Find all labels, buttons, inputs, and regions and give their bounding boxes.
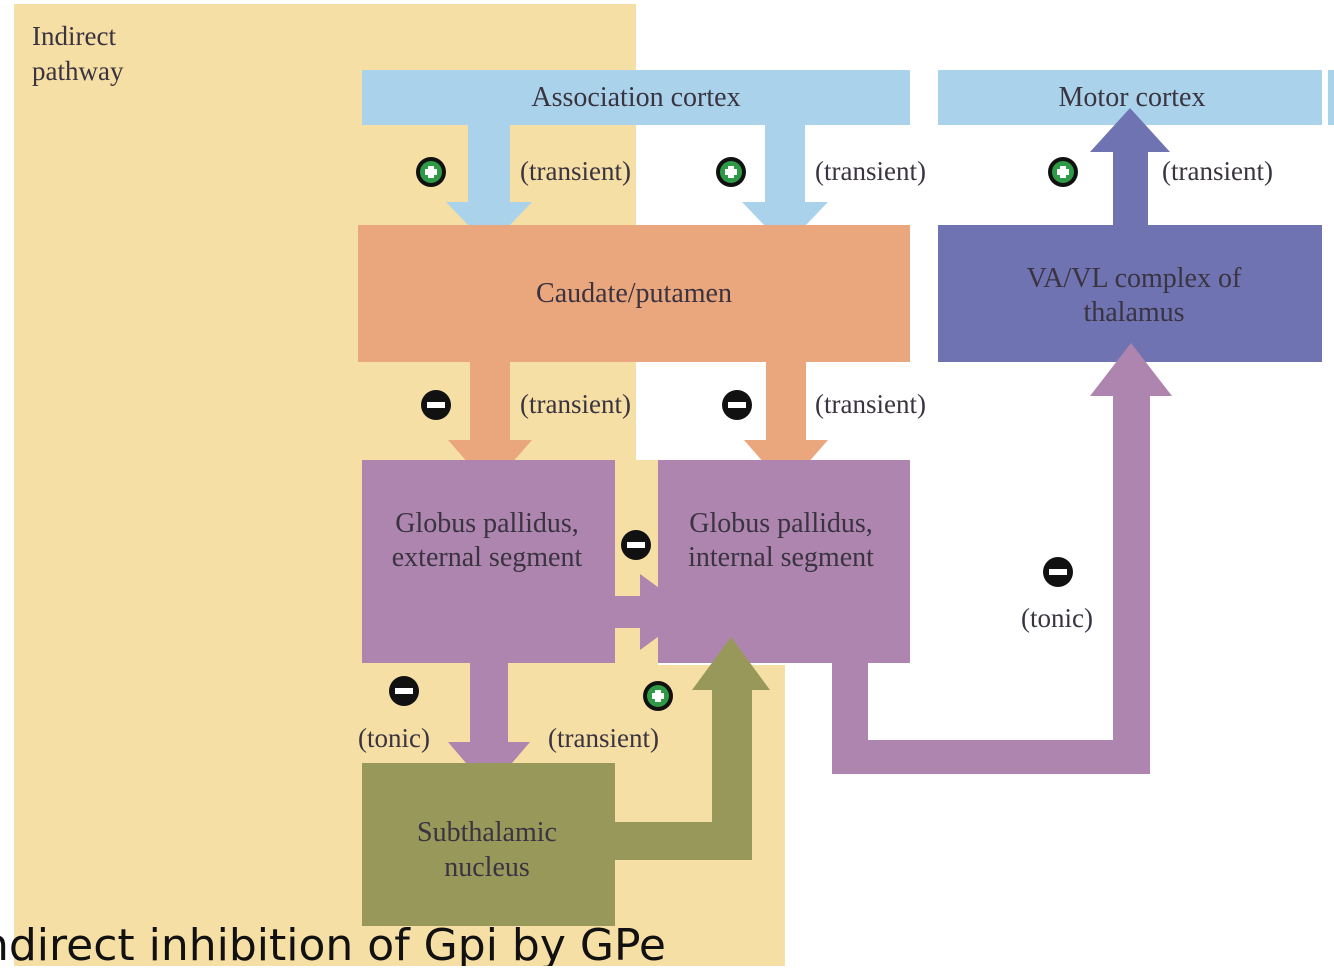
gpe-label-line1: Globus pallidus,	[395, 508, 579, 539]
caudate-putamen-box	[358, 225, 910, 362]
gpi-label-line1: Globus pallidus,	[689, 508, 873, 539]
plus-icon	[1048, 157, 1078, 187]
caudate-to-gpe-arrow	[448, 361, 532, 488]
gpi-to-thalamus-arrow	[832, 343, 1172, 774]
gpe-to-gpi-arrow	[614, 574, 692, 650]
assoc-to-caudate-arrow-1	[446, 124, 532, 247]
timing-label: (tonic)	[358, 723, 430, 753]
thalamus-label-line2: thalamus	[1083, 297, 1184, 328]
caption-text: Indirect inhibition of Gpi by GPe	[0, 920, 667, 967]
association-cortex-box	[362, 70, 910, 125]
panel-label-line1: Indirect	[32, 21, 116, 51]
gpe-to-stn-arrow	[448, 662, 530, 790]
gpe-label-line2: external segment	[392, 542, 583, 573]
gpi-box	[658, 460, 910, 663]
thalamus-box	[938, 225, 1322, 362]
stn-label-line1: Subthalamic	[417, 817, 557, 848]
thalamus-label-line1: VA/VL complex of	[1027, 263, 1242, 294]
gpe-box	[362, 460, 615, 663]
minus-icon	[421, 390, 451, 420]
caption-box: Indirect inhibition of Gpi by GPe	[0, 918, 1334, 967]
thalamus-to-motor-arrow	[1090, 108, 1170, 226]
timing-label: (transient)	[815, 156, 926, 186]
caudate-putamen-label: Caudate/putamen	[536, 278, 732, 309]
plus-icon	[643, 681, 673, 711]
association-cortex-label: Association cortex	[531, 82, 740, 113]
minus-icon	[621, 530, 651, 560]
stn-label-line2: nucleus	[444, 852, 530, 883]
minus-icon	[722, 390, 752, 420]
timing-label: (transient)	[815, 389, 926, 419]
gpi-label-line2: internal segment	[688, 542, 874, 573]
timing-label: (transient)	[520, 156, 631, 186]
caudate-to-gpi-arrow	[744, 361, 828, 488]
timing-label: (transient)	[548, 723, 659, 753]
motor-cortex-edge	[1328, 70, 1334, 125]
assoc-to-caudate-arrow-2	[742, 124, 828, 247]
minus-icon	[1043, 557, 1073, 587]
minus-icon	[389, 676, 419, 706]
plus-icon	[416, 157, 446, 187]
timing-label: (transient)	[520, 389, 631, 419]
timing-label: (transient)	[1162, 156, 1273, 186]
panel-label-line2: pathway	[32, 56, 124, 86]
stn-to-gpi-arrow	[612, 637, 770, 860]
motor-cortex-label: Motor cortex	[1059, 82, 1206, 113]
stn-box	[362, 763, 615, 926]
plus-icon	[716, 157, 746, 187]
timing-label: (tonic)	[1021, 603, 1093, 633]
